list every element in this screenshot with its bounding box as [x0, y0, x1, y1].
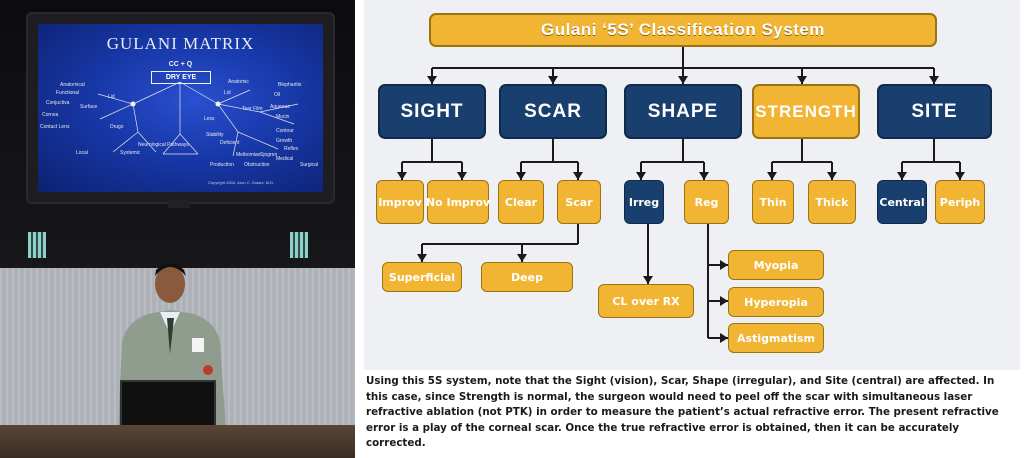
caption-text: Using this 5S system, note that the Sigh… — [366, 375, 999, 449]
speaker-right — [290, 232, 308, 258]
category-shape: SHAPE — [624, 84, 742, 139]
slide-word: Deficient — [220, 140, 240, 146]
slide-footer: Copyright 2004, Arun C. Gulani, M.D. — [208, 180, 275, 185]
leaf-superficial: Superficial — [382, 262, 462, 292]
slide-word: Drugs — [110, 124, 124, 130]
leaf-central: Central — [877, 180, 927, 224]
slide-word: Contact Lens — [40, 124, 70, 130]
leaf-deep: Deep — [481, 262, 573, 292]
slide-word: Stability — [206, 132, 224, 138]
slide-word: Surface — [80, 104, 98, 110]
slide-word: Surgical — [300, 162, 319, 168]
slide-word: Conjuctiva — [46, 100, 70, 106]
slide-title: GULANI MATRIX — [106, 34, 255, 53]
leaf-no-improv: No Improv — [426, 180, 490, 224]
leaf-reg: Reg — [684, 180, 729, 224]
slide-center-box: DRY EYE — [151, 71, 211, 84]
slide-word: Neurological Pathways — [138, 142, 189, 148]
leaf-cl-over-rx: CL over RX — [598, 284, 694, 318]
leaf-hyperopia: Hyperopia — [728, 287, 824, 317]
leaf-improv: Improv — [376, 180, 424, 224]
slide-word: Meibomian — [236, 152, 261, 158]
slide-word: Mucin — [276, 114, 290, 120]
speaker-left — [28, 232, 46, 258]
leaf-astigmatism: Astigmatism — [728, 323, 824, 353]
slide-word: Sjogren — [260, 152, 278, 158]
leaf-thin: Thin — [752, 180, 794, 224]
slide-word: Tear Film — [242, 106, 263, 112]
slide-word: Aqueous — [270, 104, 290, 110]
leaf-thick: Thick — [808, 180, 856, 224]
slide-word: Medical — [276, 156, 294, 162]
podium — [0, 425, 355, 458]
slide-word: Systemic — [120, 150, 141, 156]
category-strength: STRENGTH — [752, 84, 860, 139]
slide-word: Contour — [276, 128, 294, 134]
leaf-scar: Scar — [557, 180, 601, 224]
slide-formula: CC + Q — [168, 61, 193, 68]
slide-word: Anatomical — [60, 82, 85, 88]
slide-word: Growth — [276, 138, 293, 144]
slide-word: Obstruction — [244, 162, 270, 168]
category-scar: SCAR — [499, 84, 607, 139]
slide-word: Cornea — [42, 112, 59, 118]
slide-word: Production — [210, 162, 234, 168]
slide-word: Less — [204, 116, 215, 122]
slide-connectors — [97, 81, 299, 157]
slide-word: Oil — [274, 92, 281, 98]
slide-word: Blepharitis — [278, 82, 302, 88]
slide-word: Lid — [108, 94, 115, 100]
classification-diagram: Gulani ‘5S’ Classification System SIGHT … — [364, 0, 1020, 370]
leaf-irreg: Irreg — [624, 180, 664, 224]
monitor-stand — [168, 200, 190, 208]
diagram-title: Gulani ‘5S’ Classification System — [429, 13, 937, 47]
slide-word: Functional — [56, 90, 80, 96]
slide-word: Lid — [224, 90, 231, 96]
slide-word: Local — [76, 150, 88, 156]
category-sight: SIGHT — [378, 84, 486, 139]
slide-word: Reflex — [284, 146, 299, 152]
leaf-clear: Clear — [498, 180, 544, 224]
category-site: SITE — [877, 84, 992, 139]
leaf-periph: Periph — [935, 180, 985, 224]
slide-word: Anatomic — [228, 79, 249, 85]
tree-connectors — [397, 47, 965, 343]
leaf-myopia: Myopia — [728, 250, 824, 280]
